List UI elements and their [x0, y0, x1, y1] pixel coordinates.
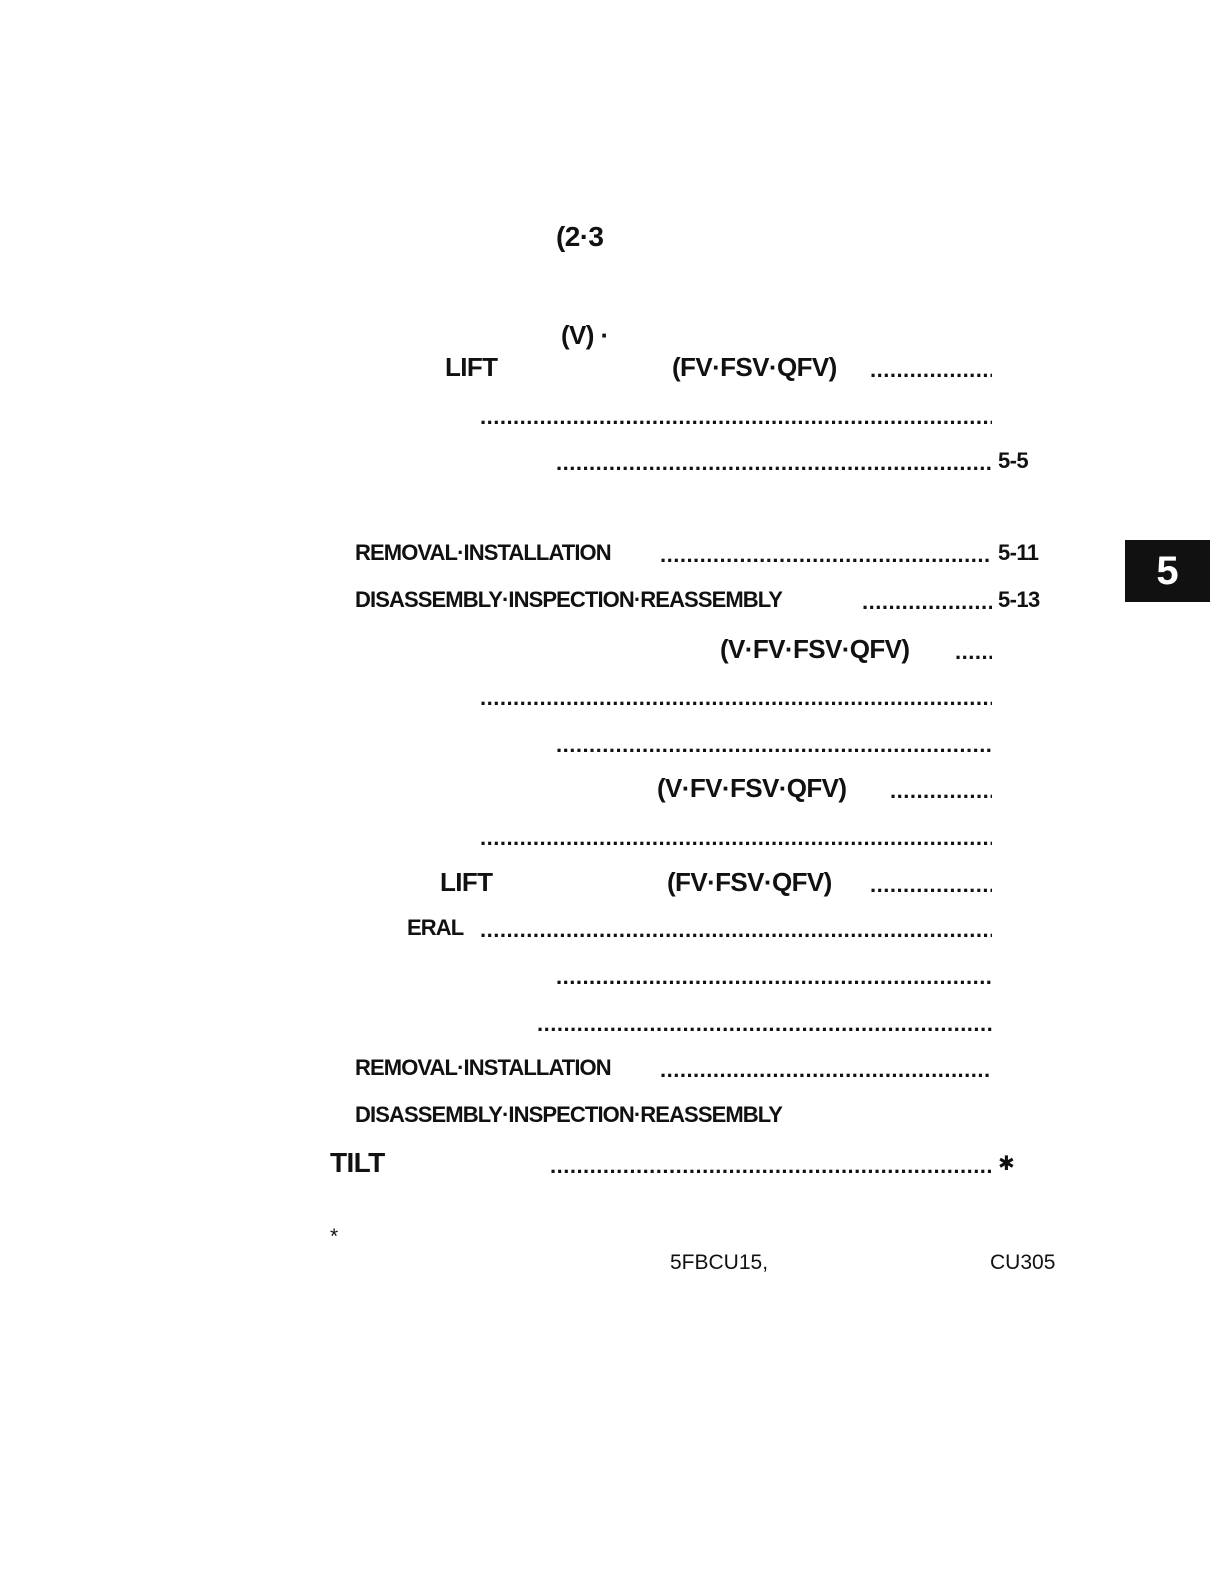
toc-entry-title: ERAL [407, 915, 464, 940]
toc-page-number: 5-5 [998, 448, 1029, 473]
toc-leader-dots: ........................................… [550, 1153, 992, 1178]
toc-leader-dots: ........................................… [556, 732, 992, 757]
toc-leader-dots: ........................................… [480, 404, 992, 429]
toc-entry-title: DISASSEMBLY·INSPECTION·REASSEMBLY [355, 587, 783, 612]
toc-entry-title: TILT [330, 1147, 385, 1178]
toc-heading: (2·3 [556, 221, 604, 252]
toc-leader-dots: ........................................… [870, 872, 992, 897]
toc-leader-dots: ........................................… [660, 542, 992, 567]
toc-leader-dots: ........................................… [556, 964, 992, 989]
toc-entry-title: DISASSEMBLY·INSPECTION·REASSEMBLY [355, 1102, 783, 1127]
toc-leader-dots: ........................................… [556, 450, 992, 475]
asterisk-icon: ✱ [998, 1153, 1015, 1175]
chapter-tab: 5 [1125, 540, 1210, 602]
toc-entry-title: LIFT [440, 867, 493, 897]
toc-entry-title: (V·FV·FSV·QFV) [720, 634, 910, 664]
toc-leader-dots: ........................................… [890, 778, 992, 803]
toc-leader-dots: ........................................… [870, 357, 992, 382]
toc-leader-dots: ........................................… [537, 1011, 992, 1036]
toc-page-number: 5-13 [998, 587, 1040, 612]
toc-entry-title: (FV·FSV·QFV) [672, 352, 837, 382]
toc-entry-title: (V·FV·FSV·QFV) [657, 773, 847, 803]
footnote-mark: * [330, 1225, 339, 1248]
toc-entry-title: REMOVAL·INSTALLATION [355, 1055, 612, 1080]
toc-leader-dots: ........................................… [955, 639, 992, 664]
toc-leader-dots: ........................................… [480, 685, 992, 710]
toc-entry-title: (FV·FSV·QFV) [667, 867, 832, 897]
toc-leader-dots: ........................................… [480, 917, 992, 942]
footnote-model-a: 5FBCU15, [670, 1251, 769, 1274]
toc-leader-dots: ........................................… [862, 589, 992, 614]
toc-entry-title: (V) · [561, 320, 609, 350]
toc-entry-title: LIFT [445, 352, 498, 382]
toc-leader-dots: ........................................… [660, 1057, 992, 1082]
toc-entry-title: REMOVAL·INSTALLATION [355, 540, 612, 565]
toc-page-number: 5-11 [998, 540, 1039, 565]
toc-leader-dots: ........................................… [480, 825, 992, 850]
footnote-model-b: CU305 [990, 1251, 1056, 1274]
